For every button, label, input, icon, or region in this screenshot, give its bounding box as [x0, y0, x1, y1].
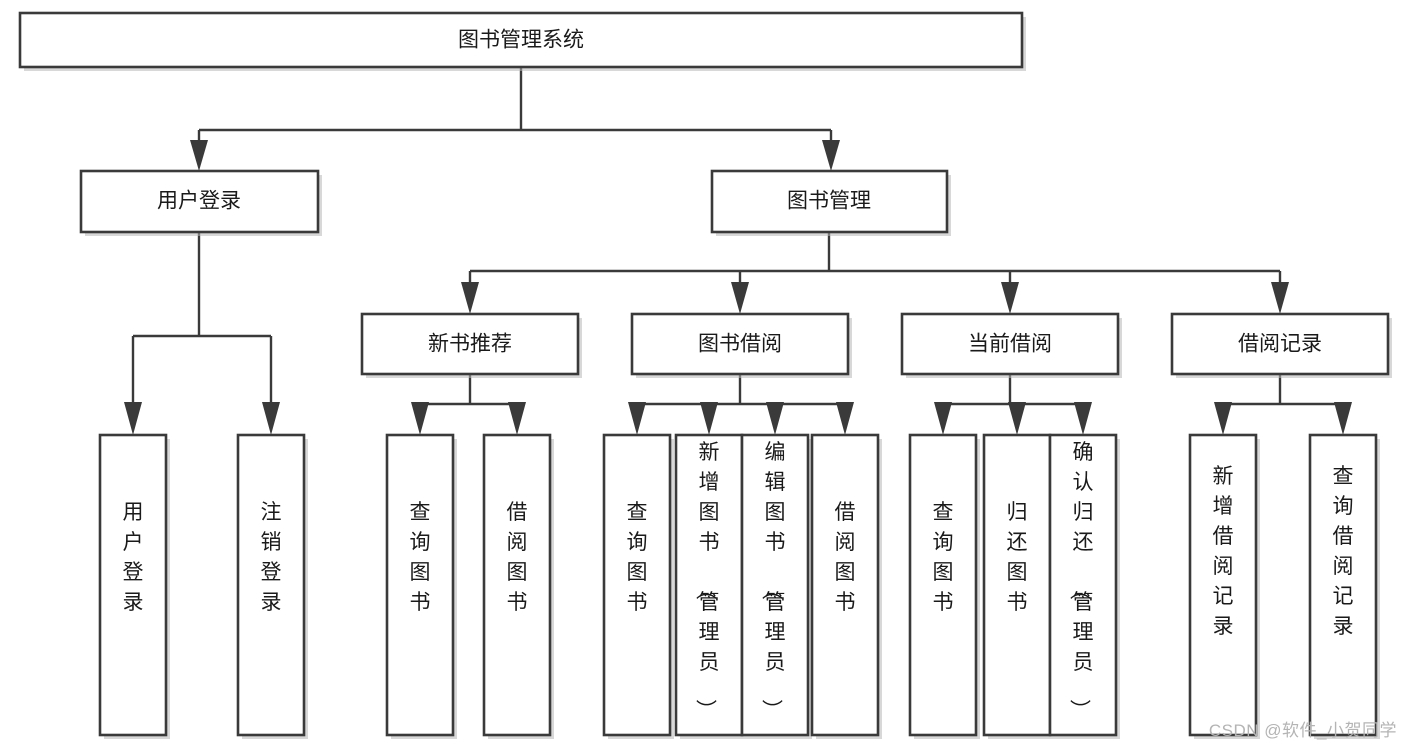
- root-label: 图书管理系统: [458, 29, 584, 52]
- current-borrow-label: 当前借阅: [968, 333, 1052, 356]
- leaf-edit-book-admin-rect: [740, 433, 810, 737]
- leaf-node-group: 用户登录 注销登录 查询图书 借阅图书 查询图书: [98, 433, 1380, 739]
- arrow-to-leaf-confirm-return: [1074, 402, 1092, 435]
- leaf-user-login-label: 用户登录: [123, 501, 144, 614]
- new-book-recommend-rect: [360, 312, 580, 376]
- leaf-query-book-newbook-label: 查询图书: [410, 501, 431, 614]
- arrow-to-leaf-logout: [262, 402, 280, 435]
- leaf-user-login-rect: [98, 433, 168, 737]
- edge-newbook-bus: [418, 374, 519, 406]
- edge-bookmgmt-bus: [468, 232, 1282, 286]
- leaf-add-borrow-record[interactable]: 新增借阅记录: [1188, 433, 1260, 739]
- node-book-borrow[interactable]: 图书借阅: [630, 312, 852, 378]
- edge-currentborrow-bus: [941, 374, 1085, 406]
- leaf-add-book-admin-rect: [674, 433, 744, 737]
- leaf-edit-book-admin[interactable]: 编辑图书（管理员）: [740, 433, 812, 739]
- leaf-query-book-borrow-rect: [602, 433, 672, 737]
- leaf-confirm-return-admin[interactable]: 确认归还（管理员）: [1048, 433, 1120, 739]
- leaf-add-book-admin-label: 新增图书（管理员）: [694, 441, 720, 720]
- book-borrow-label: 图书借阅: [698, 333, 782, 356]
- leaf-borrow-book-borrow-label: 借阅图书: [835, 501, 856, 614]
- book-management-rect: [710, 169, 949, 234]
- arrow-to-user-login: [190, 140, 208, 171]
- edge-root-bus: [197, 67, 833, 144]
- connector-layer: [124, 67, 1352, 435]
- arrow-to-book-borrow: [731, 282, 749, 314]
- leaf-add-book-admin[interactable]: 新增图书（管理员）: [674, 433, 746, 739]
- leaf-borrow-book-borrow-rect: [810, 433, 880, 737]
- arrow-to-leaf-add-record: [1214, 402, 1232, 435]
- arrow-to-leaf-borrow-book-2: [836, 402, 854, 435]
- leaf-return-book-label: 归还图书: [1007, 501, 1028, 614]
- leaf-return-book-rect: [982, 433, 1052, 737]
- leaf-query-book-borrow-label: 查询图书: [627, 501, 648, 614]
- leaf-confirm-return-admin-label: 确认归还（管理员）: [1068, 441, 1094, 720]
- current-borrow-rect: [900, 312, 1120, 376]
- root-rect: [18, 11, 1024, 69]
- node-borrow-record[interactable]: 借阅记录: [1170, 312, 1392, 378]
- leaf-borrow-book-borrow[interactable]: 借阅图书: [810, 433, 882, 739]
- edge-bookborrow-bus: [635, 374, 847, 406]
- arrow-to-current-borrow: [1001, 282, 1019, 314]
- new-book-recommend-label: 新书推荐: [428, 333, 512, 356]
- leaf-return-book[interactable]: 归还图书: [982, 433, 1054, 739]
- user-login-label: 用户登录: [157, 190, 241, 213]
- user-login-rect: [79, 169, 320, 234]
- leaf-edit-book-admin-label: 编辑图书（管理员）: [760, 441, 786, 720]
- leaf-add-borrow-record-label: 新增借阅记录: [1213, 465, 1234, 638]
- leaf-borrow-book-newbook[interactable]: 借阅图书: [482, 433, 554, 739]
- book-management-label: 图书管理: [787, 190, 871, 213]
- leaf-user-login[interactable]: 用户登录: [98, 433, 170, 739]
- node-book-management[interactable]: 图书管理: [710, 169, 951, 236]
- edge-userlogin-bus: [131, 232, 273, 406]
- arrow-to-leaf-query-book-3: [934, 402, 952, 435]
- book-borrow-rect: [630, 312, 850, 376]
- leaf-borrow-book-newbook-label: 借阅图书: [507, 501, 528, 614]
- leaf-query-book-current[interactable]: 查询图书: [908, 433, 980, 739]
- arrow-to-leaf-query-book-1: [411, 402, 429, 435]
- leaf-confirm-return-admin-rect: [1048, 433, 1118, 737]
- borrow-record-rect: [1170, 312, 1390, 376]
- arrow-to-leaf-query-book-2: [628, 402, 646, 435]
- arrow-to-leaf-edit-book: [766, 402, 784, 435]
- borrow-record-label: 借阅记录: [1238, 333, 1322, 356]
- arrow-to-leaf-borrow-book-1: [508, 402, 526, 435]
- arrow-to-leaf-query-record: [1334, 402, 1352, 435]
- arrow-to-borrow-record: [1271, 282, 1289, 314]
- arrow-to-leaf-user-login: [124, 402, 142, 435]
- leaf-logout-rect: [236, 433, 306, 737]
- edge-borrowrecord-bus: [1221, 374, 1345, 406]
- arrow-to-leaf-return-book: [1008, 402, 1026, 435]
- leaf-query-book-newbook[interactable]: 查询图书: [385, 433, 457, 739]
- leaf-query-book-borrow[interactable]: 查询图书: [602, 433, 674, 739]
- node-new-book-recommend[interactable]: 新书推荐: [360, 312, 582, 378]
- leaf-logout-label: 注销登录: [261, 501, 282, 614]
- node-current-borrow[interactable]: 当前借阅: [900, 312, 1122, 378]
- leaf-query-book-current-label: 查询图书: [933, 501, 954, 614]
- arrow-to-new-book-rec: [461, 282, 479, 314]
- leaf-add-borrow-record-rect: [1188, 433, 1258, 737]
- leaf-logout[interactable]: 注销登录: [236, 433, 308, 739]
- leaf-borrow-book-newbook-rect: [482, 433, 552, 737]
- leaf-query-book-newbook-rect: [385, 433, 455, 737]
- leaf-query-borrow-record[interactable]: 查询借阅记录: [1308, 433, 1380, 739]
- node-root[interactable]: 图书管理系统: [18, 11, 1026, 71]
- arrow-to-book-mgmt: [822, 140, 840, 171]
- node-user-login[interactable]: 用户登录: [79, 169, 322, 236]
- leaf-query-book-current-rect: [908, 433, 978, 737]
- leaf-query-borrow-record-rect: [1308, 433, 1378, 737]
- leaf-query-borrow-record-label: 查询借阅记录: [1333, 465, 1354, 638]
- arrow-to-leaf-add-book: [700, 402, 718, 435]
